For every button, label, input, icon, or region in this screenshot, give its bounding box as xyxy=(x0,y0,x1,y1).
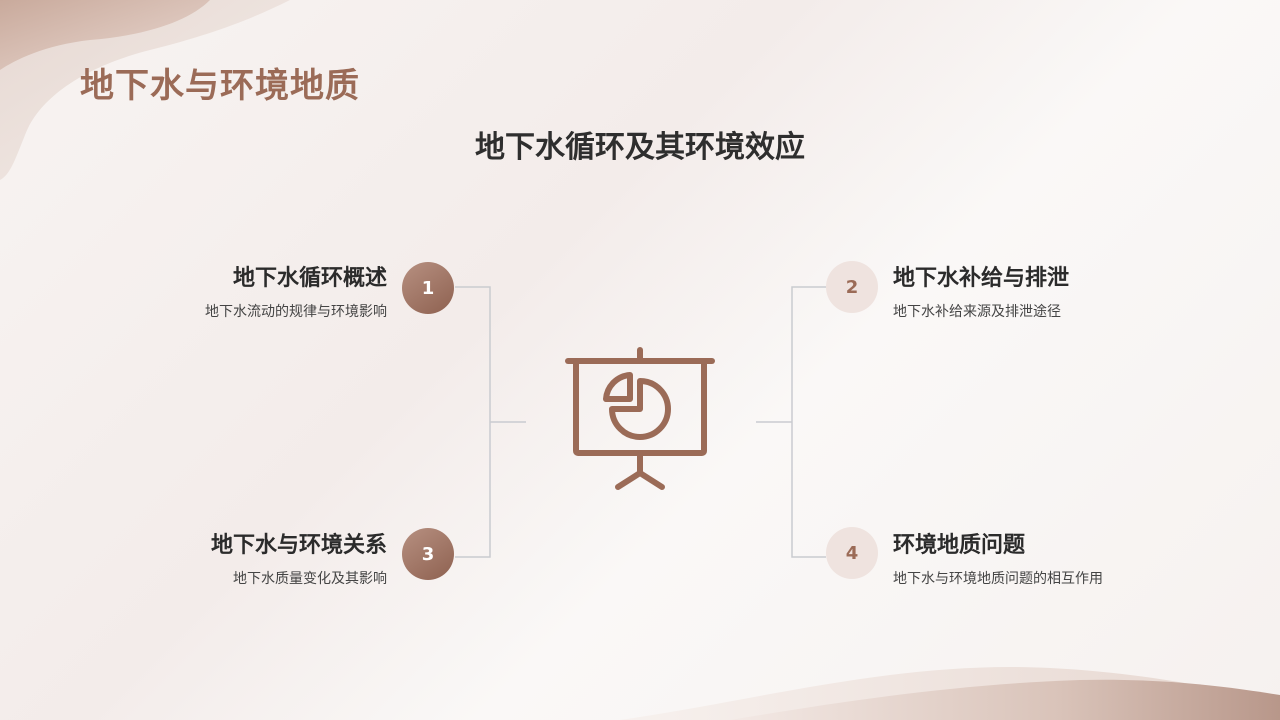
item-4-number-badge: 4 xyxy=(826,527,878,579)
item-1-title: 地下水循环概述 xyxy=(232,266,387,291)
item-3-title: 地下水与环境关系 xyxy=(210,533,387,558)
page-title: 地下水与环境地质 xyxy=(80,66,360,106)
item-1-number-badge: 1 xyxy=(402,262,454,314)
item-2-title: 地下水补给与排泄 xyxy=(893,266,1070,291)
item-4-desc: 地下水与环境地质问题的相互作用 xyxy=(893,571,1103,587)
slide-subtitle: 地下水循环及其环境效应 xyxy=(475,130,805,165)
item-2-desc: 地下水补给来源及排泄途径 xyxy=(893,304,1061,320)
item-2-number-badge: 2 xyxy=(826,261,878,313)
item-4-title: 环境地质问题 xyxy=(893,533,1026,558)
presentation-board-pie-chart-icon xyxy=(565,347,715,490)
item-3-desc: 地下水质量变化及其影响 xyxy=(233,571,387,587)
item-3-number-badge: 3 xyxy=(402,528,454,580)
item-1-desc: 地下水流动的规律与环境影响 xyxy=(205,304,387,320)
